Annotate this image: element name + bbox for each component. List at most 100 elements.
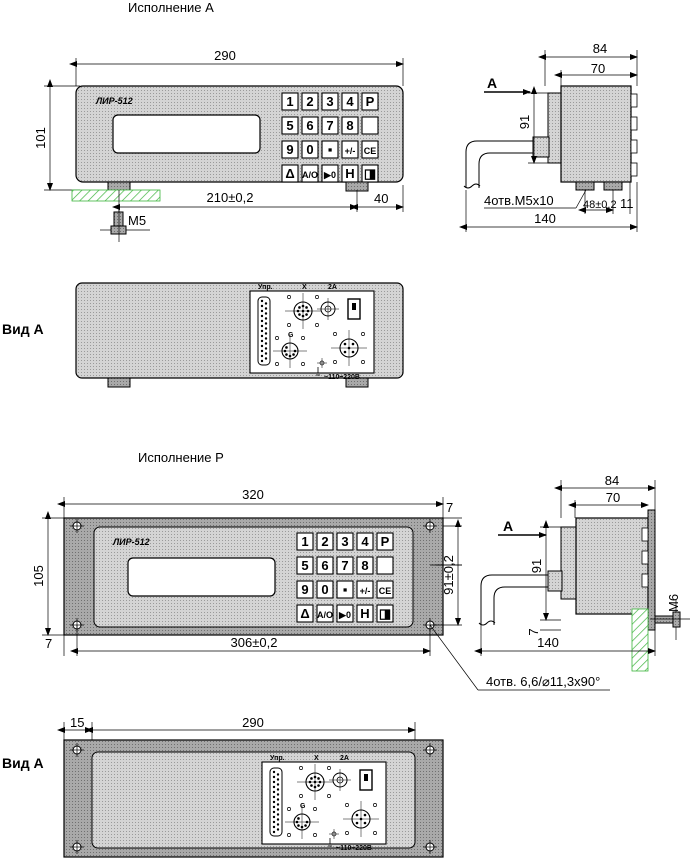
dim-a-height: 101 xyxy=(33,127,48,149)
p-key-2-3[interactable]: 7 xyxy=(336,556,354,575)
a-key-label: ▶0 xyxy=(323,170,336,180)
a-key-4-3[interactable]: ▶0 xyxy=(321,164,339,183)
p-key-3-1[interactable]: 9 xyxy=(296,580,314,599)
a-key-label: H xyxy=(345,166,354,181)
p-key-3-5[interactable]: CE xyxy=(376,580,394,599)
a-key-4-2[interactable]: A/O xyxy=(301,164,319,183)
p-key-label: H xyxy=(360,606,369,621)
side-housing-p xyxy=(575,517,649,615)
a-key-3-1[interactable]: 9 xyxy=(281,140,299,159)
a-key-label: ▪ xyxy=(328,142,333,157)
p-key-label: 1 xyxy=(301,534,308,549)
p-key-label: +/- xyxy=(360,586,371,596)
a-key-4-5[interactable]: ◨ xyxy=(361,164,379,183)
dim-p-height: 105 xyxy=(31,565,46,587)
a-key-1-3[interactable]: 3 xyxy=(321,92,339,111)
dim-p-side-height: 91 xyxy=(529,559,544,573)
p-key-4-4[interactable]: H xyxy=(356,604,374,623)
power-switch[interactable] xyxy=(347,298,361,320)
a-key-2-5[interactable] xyxy=(361,116,379,135)
mount-surface-a xyxy=(71,189,161,202)
mount-surface-p xyxy=(631,608,649,672)
a-key-1-4[interactable]: 4 xyxy=(341,92,359,111)
p-key-label: A/O xyxy=(317,610,333,620)
a-key-3-5[interactable]: CE xyxy=(361,140,379,159)
dim-p-rear-width: 290 xyxy=(242,715,264,730)
p-key-1-5[interactable]: P xyxy=(376,532,394,551)
ground-icon xyxy=(326,838,334,847)
rear-power-label: ~110÷220В xyxy=(336,845,372,852)
power-switch[interactable] xyxy=(359,769,373,791)
variant-p-side-view: 84 70 A 91 7 М6 xyxy=(474,473,690,672)
mount-hole xyxy=(70,840,84,854)
p-key-4-1[interactable]: Δ xyxy=(296,604,314,623)
mount-hole xyxy=(423,840,437,854)
p-key-3-2[interactable]: 0 xyxy=(316,580,334,599)
rear-control-label: Упр. xyxy=(270,755,285,762)
mount-hole xyxy=(423,519,437,533)
a-key-3-3[interactable]: ▪ xyxy=(321,140,339,159)
p-key-2-2[interactable]: 6 xyxy=(316,556,334,575)
a-key-label: 6 xyxy=(306,118,313,133)
dim-a-width: 290 xyxy=(214,48,236,63)
axis-connector xyxy=(297,764,333,800)
p-key-1-3[interactable]: 3 xyxy=(336,532,354,551)
a-key-4-4[interactable]: H xyxy=(341,164,359,183)
p-key-2-5[interactable] xyxy=(376,556,394,575)
rear-power-label: ~110÷220В xyxy=(324,374,360,381)
p-key-4-3[interactable]: ▶0 xyxy=(336,604,354,623)
ground-icon xyxy=(314,367,322,376)
p-key-2-4[interactable]: 8 xyxy=(356,556,374,575)
p-key-1-2[interactable]: 2 xyxy=(316,532,334,551)
p-key-label: 9 xyxy=(301,582,308,597)
dim-p-hole-v: 91±0,2 xyxy=(441,555,456,595)
a-key-4-1[interactable]: Δ xyxy=(281,164,299,183)
p-key-4-2[interactable]: A/O xyxy=(316,604,334,623)
p-key-label: 4 xyxy=(361,534,369,549)
rear-fuse-label: 2A xyxy=(340,755,349,762)
axis-connector xyxy=(285,293,321,329)
dim-p-margin-top: 7 xyxy=(446,500,453,515)
a-key-label: 3 xyxy=(326,94,333,109)
model-label-p: ЛИР-512 xyxy=(112,537,150,547)
p-key-label: 3 xyxy=(341,534,348,549)
a-key-1-5[interactable]: P xyxy=(361,92,379,111)
dim-a-hole-spacing: 48±0,2 xyxy=(583,199,617,211)
a-key-label: 5 xyxy=(286,118,293,133)
a-key-1-2[interactable]: 2 xyxy=(301,92,319,111)
a-key-3-4[interactable]: +/- xyxy=(341,140,359,159)
mount-hole xyxy=(70,519,84,533)
screw-icon xyxy=(329,829,339,839)
p-key-label: ◨ xyxy=(379,606,391,621)
a-key-1-1[interactable]: 1 xyxy=(281,92,299,111)
p-key-3-3[interactable]: ▪ xyxy=(336,580,354,599)
p-key-2-1[interactable]: 5 xyxy=(296,556,314,575)
view-arrow-a: A xyxy=(487,75,497,91)
a-key-label: +/- xyxy=(345,146,356,156)
dim-a-holes: 4отв.М5х10 xyxy=(484,193,554,208)
a-key-2-1[interactable]: 5 xyxy=(281,116,299,135)
foot-right-a xyxy=(345,181,369,192)
p-key-4-5[interactable]: ◨ xyxy=(376,604,394,623)
a-key-2-2[interactable]: 6 xyxy=(301,116,319,135)
dim-p-rear-margin: 15 xyxy=(70,715,84,730)
a-key-2-3[interactable]: 7 xyxy=(321,116,339,135)
dim-p-margin-left: 7 xyxy=(45,636,52,651)
p-key-label: 6 xyxy=(321,558,328,573)
dsub-connector xyxy=(269,767,283,837)
p-key-1-4[interactable]: 4 xyxy=(356,532,374,551)
p-key-3-4[interactable]: +/- xyxy=(356,580,374,599)
a-key-3-2[interactable]: 0 xyxy=(301,140,319,159)
p-key-1-1[interactable]: 1 xyxy=(296,532,314,551)
p-key-label: CE xyxy=(379,586,392,596)
p-key-label: ▪ xyxy=(343,582,348,597)
mount-holes-p-rear xyxy=(70,743,437,854)
dim-a-side-height: 91 xyxy=(517,115,532,129)
p-key-label: 5 xyxy=(301,558,308,573)
a-key-2-4[interactable]: 8 xyxy=(341,116,359,135)
